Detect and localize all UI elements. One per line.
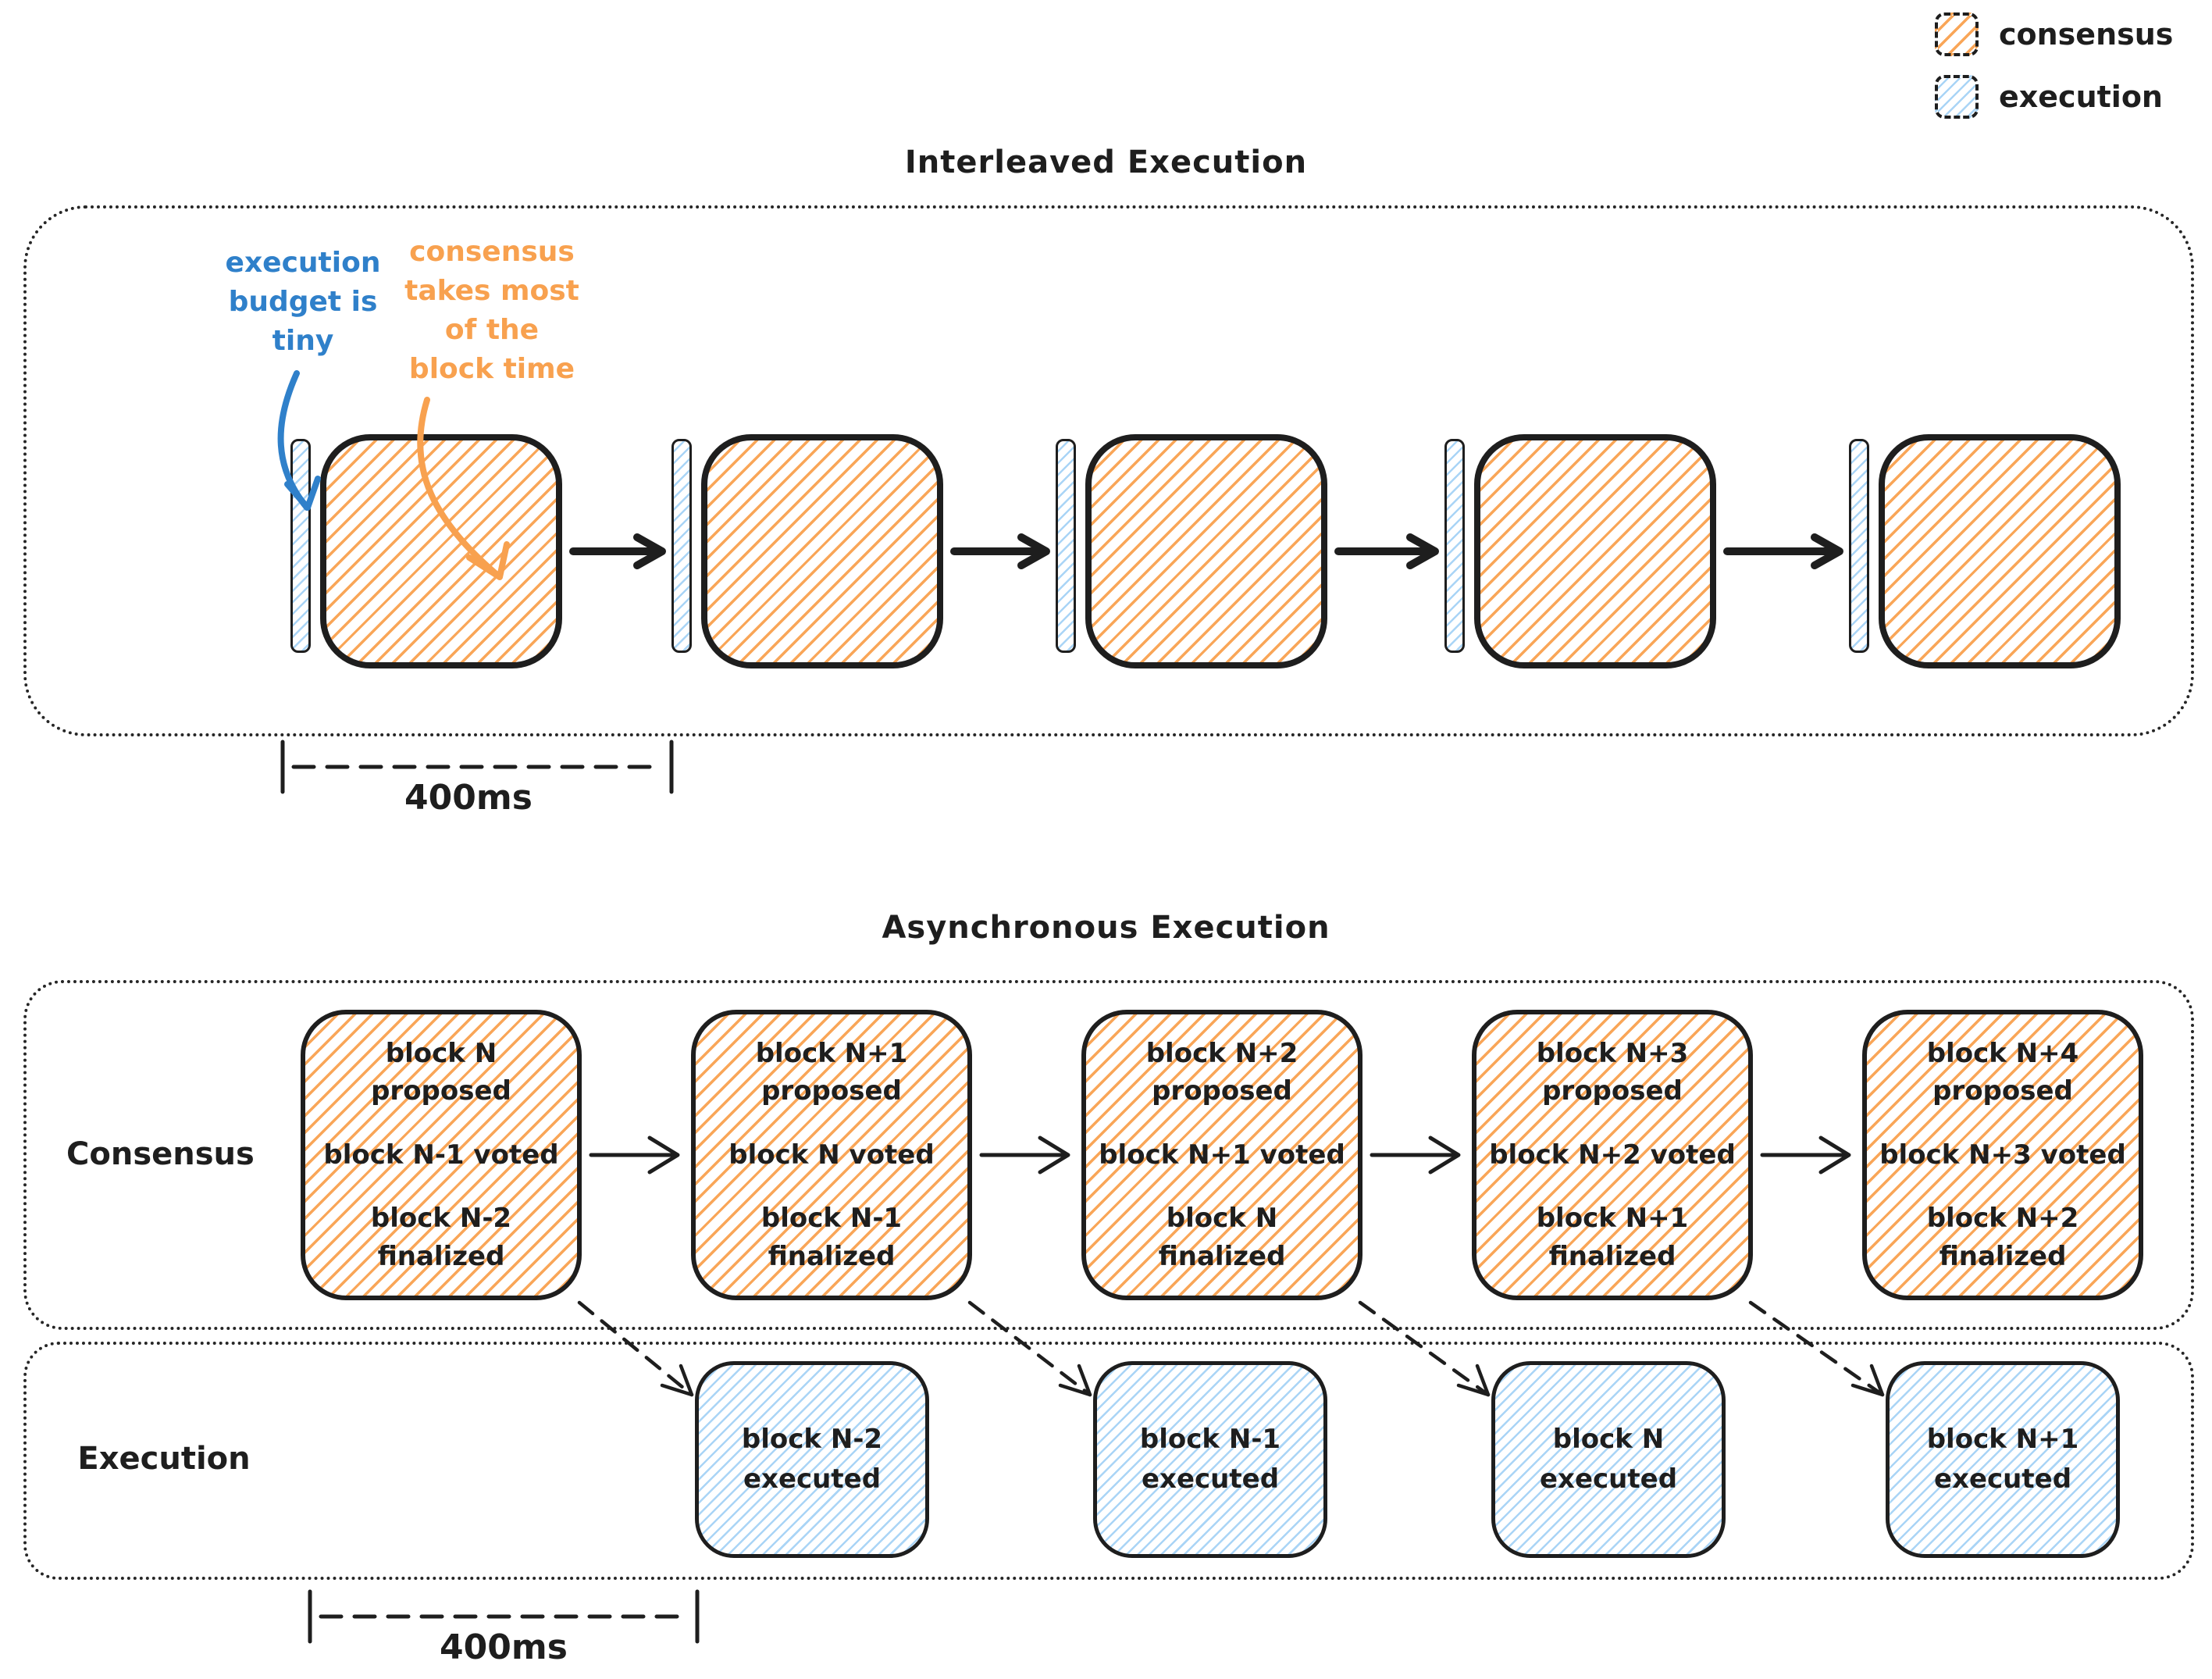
execution-bar-4 [1444,439,1465,653]
consensus-time-annotation: consensus takes most of the block time [404,236,579,385]
legend: consensus execution [1935,12,2173,119]
execution-swatch-icon [1935,75,1979,119]
execution-bar-2 [671,439,692,653]
consensus-block-2 [701,434,943,668]
execution-bar-5 [1849,439,1869,653]
asynchronous-title: Asynchronous Execution [882,910,1330,946]
execution-bar-3 [1056,439,1076,653]
legend-item-execution: execution [1935,75,2173,119]
consensus-swatch-icon [1935,12,1979,56]
consensus-block-4 [1474,434,1716,668]
interleaved-title: Interleaved Execution [904,144,1308,180]
consensus-block-3 [1085,434,1327,668]
consensus-row-label: Consensus [66,1136,255,1172]
async-execution-block-2: block N-1 executed [1093,1361,1327,1558]
execution-budget-annotation: execution budget is tiny [225,247,381,357]
interleaved-measurement-label: 400ms [404,778,533,818]
legend-consensus-label: consensus [1999,17,2174,52]
async-execution-block-3: block N executed [1491,1361,1726,1558]
async-execution-block-1: block N-2 executed [695,1361,929,1558]
async-execution-block-4: block N+1 executed [1886,1361,2120,1558]
consensus-block-5 [1879,434,2121,668]
interleaved-container [23,205,2194,736]
consensus-block-1 [320,434,562,668]
execution-row-container [23,1342,2194,1580]
execution-row-label: Execution [77,1441,251,1477]
execution-bar-1 [290,439,311,653]
legend-item-consensus: consensus [1935,12,2173,56]
consensus-row-container [23,980,2194,1330]
asynchronous-measurement-label: 400ms [440,1627,568,1667]
legend-execution-label: execution [1999,80,2163,114]
